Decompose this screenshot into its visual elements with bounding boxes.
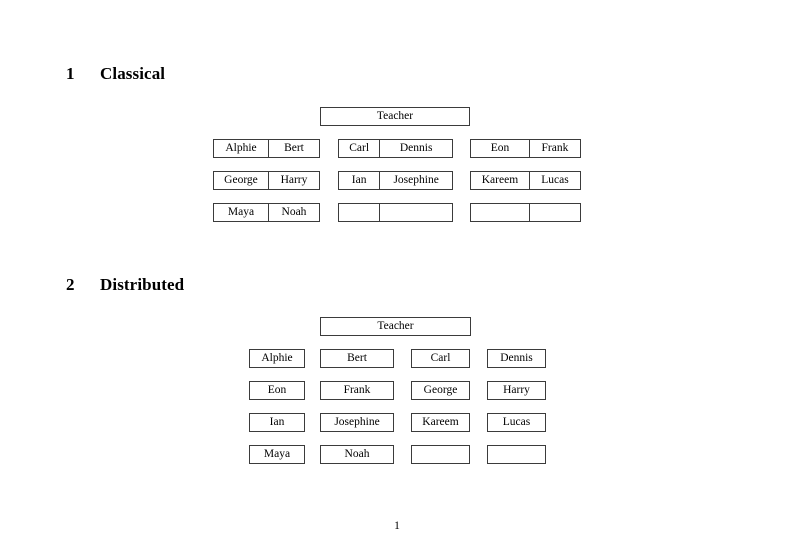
distributed-box[interactable]: Alphie: [249, 349, 305, 368]
classical-cell[interactable]: Alphie: [225, 141, 257, 154]
distributed-box[interactable]: Josephine: [320, 413, 394, 432]
distributed-box[interactable]: Kareem: [411, 413, 470, 432]
classical-cell[interactable]: Ian: [351, 173, 367, 186]
classical-cell[interactable]: Lucas: [528, 172, 580, 189]
classical-cell[interactable]: Maya: [227, 205, 255, 218]
distributed-box[interactable]: [411, 445, 470, 464]
classical-cell[interactable]: [471, 204, 529, 221]
page-number: 1: [394, 520, 400, 532]
distributed-box[interactable]: Noah: [320, 445, 394, 464]
classical-group-row[interactable]: Eon Frank: [470, 139, 581, 158]
classical-cell[interactable]: Eon: [490, 141, 510, 154]
distributed-teacher-box[interactable]: Teacher: [320, 317, 471, 336]
classical-cell[interactable]: [528, 204, 580, 221]
section-number: 2: [66, 275, 75, 294]
distributed-box[interactable]: Lucas: [487, 413, 546, 432]
classical-teacher-box[interactable]: Teacher: [320, 107, 470, 126]
classical-group-row[interactable]: George Harry: [213, 171, 320, 190]
classical-cell[interactable]: [339, 204, 379, 221]
classical-cell[interactable]: [379, 204, 452, 221]
distributed-box[interactable]: [487, 445, 546, 464]
classical-cell[interactable]: Josephine: [379, 172, 452, 189]
classical-group-row[interactable]: [470, 203, 581, 222]
distributed-box[interactable]: Dennis: [487, 349, 546, 368]
distributed-box[interactable]: Bert: [320, 349, 394, 368]
classical-cell[interactable]: George: [224, 173, 258, 186]
classical-cell[interactable]: Noah: [267, 204, 319, 221]
classical-cell[interactable]: Carl: [349, 141, 370, 154]
classical-group-row[interactable]: Alphie Bert: [213, 139, 320, 158]
distributed-box[interactable]: George: [411, 381, 470, 400]
section-number: 1: [66, 64, 75, 83]
classical-group-row[interactable]: [338, 203, 453, 222]
section-title: Classical: [100, 64, 166, 83]
distributed-box[interactable]: Maya: [249, 445, 305, 464]
classical-group-row[interactable]: Kareem Lucas: [470, 171, 581, 190]
distributed-box[interactable]: Ian: [249, 413, 305, 432]
section-heading-classical: 1 Classical: [66, 64, 165, 84]
classical-group-row[interactable]: Ian Josephine: [338, 171, 453, 190]
classical-group-row[interactable]: Carl Dennis: [338, 139, 453, 158]
distributed-box[interactable]: Frank: [320, 381, 394, 400]
classical-cell[interactable]: Frank: [528, 140, 580, 157]
classical-cell[interactable]: Dennis: [379, 140, 452, 157]
classical-cell[interactable]: Harry: [267, 172, 319, 189]
distributed-box[interactable]: Carl: [411, 349, 470, 368]
classical-cell[interactable]: Kareem: [481, 173, 519, 186]
distributed-box[interactable]: Harry: [487, 381, 546, 400]
section-heading-distributed: 2 Distributed: [66, 275, 184, 295]
classical-cell[interactable]: Bert: [267, 140, 319, 157]
distributed-box[interactable]: Eon: [249, 381, 305, 400]
classical-group-row[interactable]: Maya Noah: [213, 203, 320, 222]
section-title: Distributed: [100, 275, 185, 294]
